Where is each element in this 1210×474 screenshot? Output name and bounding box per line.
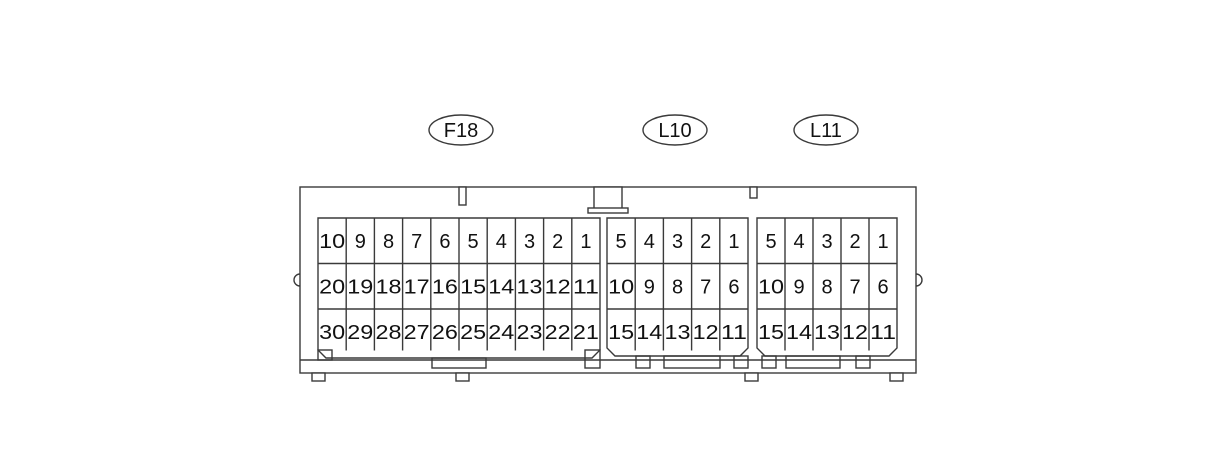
block-tab: [584, 349, 601, 369]
pin-number: 9: [793, 276, 804, 298]
block-tab: [663, 355, 721, 369]
pin-number: 19: [347, 276, 373, 298]
connector-label-f18: F18: [428, 114, 494, 146]
block-tab: [785, 355, 841, 369]
housing-foot: [455, 372, 470, 382]
label-oval: [793, 114, 859, 146]
pin-number: 7: [700, 276, 711, 298]
pin-number: 15: [460, 276, 486, 298]
connector-label-l10: L10: [642, 114, 708, 146]
block-tab: [733, 355, 749, 369]
pin-number: 6: [877, 276, 888, 298]
pin-number: 5: [616, 231, 627, 253]
pin-number: 3: [821, 231, 832, 253]
pin-number: 10: [319, 231, 345, 253]
pin-number: 18: [376, 276, 402, 298]
block-tab: [635, 355, 651, 369]
pin-number: 5: [468, 231, 479, 253]
pin-number: 4: [496, 231, 507, 253]
housing-latch-bar: [587, 207, 629, 214]
pin-number: 22: [545, 322, 571, 344]
pin-number: 4: [793, 231, 804, 253]
pin-number: 3: [672, 231, 683, 253]
pin-number: 7: [411, 231, 422, 253]
pin-number: 11: [721, 322, 747, 344]
label-text: L11: [810, 120, 842, 142]
pin-number: 12: [842, 322, 868, 344]
label-oval: [428, 114, 494, 146]
pin-number: 29: [347, 322, 373, 344]
block-tab: [431, 357, 487, 369]
pin-number: 13: [665, 322, 691, 344]
pin-number: 8: [383, 231, 394, 253]
connector-label-l11: L11: [793, 114, 859, 146]
pin-number: 24: [488, 322, 514, 344]
side-bump-left: [293, 273, 301, 287]
pin-number: 14: [786, 322, 812, 344]
pin-number: 6: [439, 231, 450, 253]
housing-foot: [889, 372, 904, 382]
pin-number: 11: [870, 322, 896, 344]
pin-number: 12: [545, 276, 571, 298]
pin-number: 1: [728, 231, 739, 253]
pin-number: 16: [432, 276, 458, 298]
housing-key: [749, 186, 758, 199]
pin-number: 5: [765, 231, 776, 253]
pin-number: 28: [376, 322, 402, 344]
pin-number: 17: [404, 276, 430, 298]
side-bump-right: [915, 273, 923, 287]
pin-number: 3: [524, 231, 535, 253]
pin-number: 13: [517, 276, 543, 298]
pin-number: 1: [877, 231, 888, 253]
pin-number: 2: [849, 231, 860, 253]
pin-number: 20: [319, 276, 345, 298]
pin-number: 2: [552, 231, 563, 253]
block-tab: [317, 349, 333, 361]
pin-number: 27: [404, 322, 430, 344]
pin-number: 9: [355, 231, 366, 253]
pin-number: 6: [728, 276, 739, 298]
pin-number: 1: [580, 231, 591, 253]
housing-key: [458, 186, 467, 206]
block-tab: [761, 355, 777, 369]
pin-number: 13: [814, 322, 840, 344]
pin-number: 21: [573, 322, 599, 344]
connector-housing: [293, 186, 923, 382]
pin-number: 4: [644, 231, 655, 253]
housing-foot: [744, 372, 759, 382]
label-text: L10: [658, 120, 691, 142]
housing-latch: [593, 186, 623, 210]
block-tab: [855, 355, 871, 369]
pin-number: 8: [672, 276, 683, 298]
pin-number: 12: [693, 322, 719, 344]
pin-number: 10: [758, 276, 784, 298]
pin-number: 25: [460, 322, 486, 344]
label-text: F18: [444, 120, 478, 142]
pin-number: 26: [432, 322, 458, 344]
pin-number: 30: [319, 322, 345, 344]
pin-number: 10: [608, 276, 634, 298]
pin-number: 7: [849, 276, 860, 298]
pin-number: 23: [517, 322, 543, 344]
pin-number: 9: [644, 276, 655, 298]
pin-number: 14: [488, 276, 514, 298]
pin-number: 2: [700, 231, 711, 253]
pin-number: 8: [821, 276, 832, 298]
label-oval: [642, 114, 708, 146]
block-outline: [756, 217, 898, 357]
pin-number: 15: [758, 322, 784, 344]
pin-number: 14: [636, 322, 662, 344]
housing-foot: [311, 372, 326, 382]
pin-number: 11: [573, 276, 599, 298]
pin-number: 15: [608, 322, 634, 344]
